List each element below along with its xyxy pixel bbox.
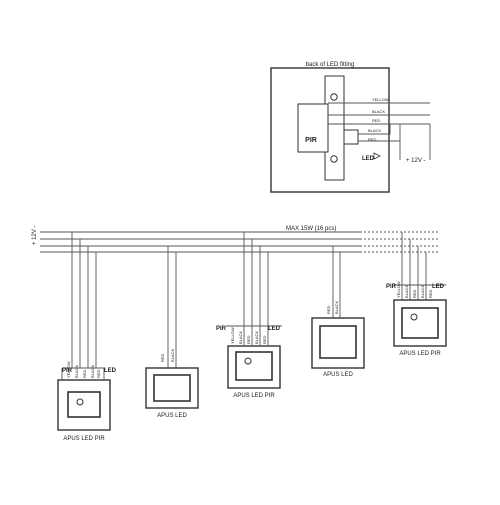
inset-led-label: LED	[362, 156, 375, 162]
device-apus-led-1: RED BLACK APUS LED	[145, 349, 199, 419]
wire-label: RED	[412, 289, 417, 298]
device-window	[319, 325, 357, 359]
device-window	[235, 351, 273, 381]
led-diode-icon	[373, 152, 381, 160]
inset-wire-label-red: RED	[372, 118, 381, 123]
wire-label: BLACK	[334, 301, 339, 314]
inset-title: back of LED fitting	[306, 62, 355, 68]
inset-panel: back of LED fitting PIR YELLOW BLACK RED…	[270, 62, 431, 193]
pir-sensor-icon	[410, 313, 418, 321]
inset-wire-label-black-2: BLACK	[368, 128, 381, 133]
device-pir-label: PIR	[62, 368, 73, 374]
led-connector	[343, 129, 359, 145]
drops-device-3	[243, 232, 269, 345]
wire-label: YELLOW	[396, 281, 401, 298]
inset-led-wires	[358, 124, 400, 142]
device-name: APUS LED	[323, 372, 353, 378]
device-name: APUS LED PIR	[233, 393, 275, 399]
pir-module	[297, 103, 329, 153]
wire-label: RED	[428, 289, 433, 298]
connector-bracket	[61, 367, 105, 380]
supply-bus: + 12V - MAX 15W (16 pcs)	[32, 225, 440, 253]
device-name: APUS LED	[157, 413, 187, 419]
inset-supply-drop	[399, 124, 431, 160]
device-name: APUS LED PIR	[63, 436, 105, 442]
wire-label: BLACK	[170, 349, 175, 362]
device-window	[67, 391, 101, 418]
inset-wire-label-black: BLACK	[372, 109, 385, 114]
wire-label: BLACK	[90, 365, 95, 378]
wire-label: YELLOW	[230, 327, 235, 344]
drops-device-2	[167, 246, 177, 368]
drops-device-5	[401, 232, 427, 300]
wire-label: BLACK	[254, 331, 259, 344]
pir-sensor-icon	[76, 398, 84, 406]
wire-label: RED	[262, 335, 267, 344]
screw-hole-bottom	[330, 155, 338, 163]
inset-pir-wires	[328, 102, 430, 125]
bus-max-label: MAX 15W (16 pcs)	[286, 226, 336, 232]
device-apus-led-pir-3: PIR LED YELLOW BLACK RED BLACK RED APUS …	[386, 281, 447, 357]
inset-pir-label: PIR	[305, 137, 317, 144]
device-apus-led-2: RED BLACK APUS LED	[311, 301, 365, 378]
wire-label: RED	[96, 369, 101, 378]
wire-label: RED	[160, 353, 165, 362]
bus-lines-dashed	[360, 231, 440, 253]
device-led-label: LED	[268, 326, 281, 332]
device-pir-label: PIR	[386, 284, 397, 290]
drops-device-1	[71, 232, 97, 368]
device-led-label: LED	[432, 284, 445, 290]
device-pir-label: PIR	[216, 326, 227, 332]
device-led-label: LED	[104, 368, 117, 374]
wire-label: RED	[82, 369, 87, 378]
device-name: APUS LED PIR	[399, 351, 441, 357]
wire-label: BLACK	[238, 331, 243, 344]
wire-label: BLACK	[74, 365, 79, 378]
device-apus-led-pir-1: PIR LED YELLOW BLACK RED BLACK RED APUS …	[57, 361, 117, 442]
bus-supply-label: + 12V -	[32, 225, 38, 245]
inset-wire-label-red-2: RED	[368, 137, 377, 142]
inset-supply-label: + 12V -	[406, 158, 426, 164]
device-apus-led-pir-2: PIR LED YELLOW BLACK RED BLACK RED APUS …	[216, 325, 282, 399]
drops-device-4	[332, 246, 341, 318]
screw-hole-top	[330, 93, 338, 101]
wire-label: BLACK	[420, 285, 425, 298]
device-window	[401, 307, 439, 339]
wire-label: RED	[246, 335, 251, 344]
wire-label: BLACK	[404, 285, 409, 298]
device-window	[153, 374, 191, 402]
inset-wire-label-yellow: YELLOW	[372, 97, 389, 102]
wire-label: YELLOW	[66, 361, 71, 378]
wire-label: RED	[326, 305, 331, 314]
bus-lines	[40, 231, 360, 253]
pir-sensor-icon	[244, 357, 252, 365]
